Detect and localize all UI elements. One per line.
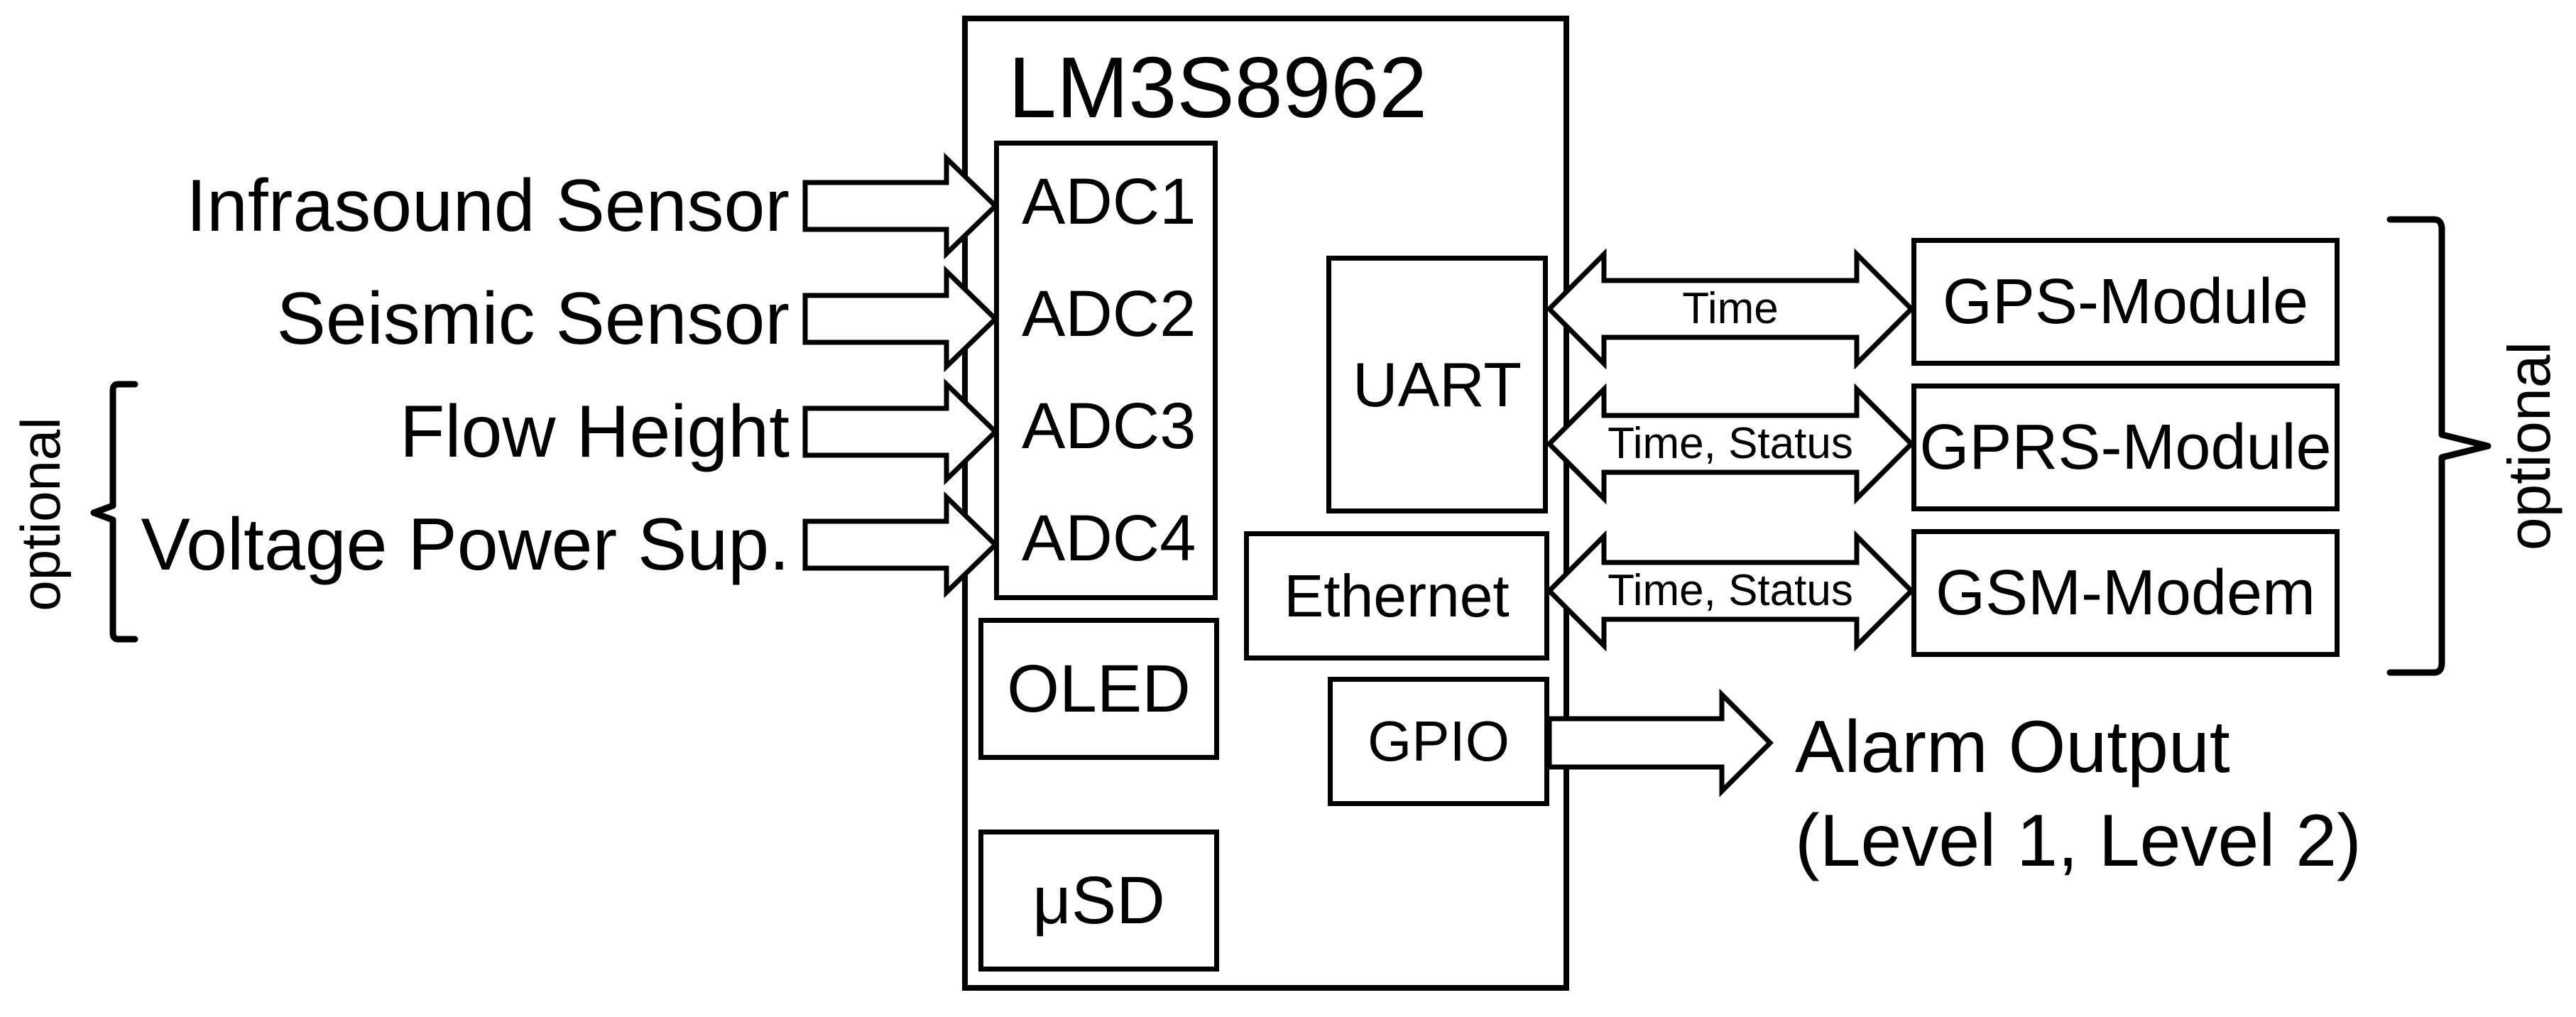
alarm-output-arrow [1546, 688, 1774, 798]
ethernet-box: Ethernet [1244, 531, 1549, 660]
input-arrow-voltage [802, 491, 1000, 599]
gprs-module-box: GPRS-Module [1911, 384, 2340, 511]
gps-module-box: GPS-Module [1911, 238, 2340, 366]
usd-box: μSD [978, 830, 1219, 972]
input-arrow-flow-height [802, 378, 1000, 486]
alarm-output-text: Alarm Output (Level 1, Level 2) [1795, 700, 2362, 888]
adc-box: ADC1 ADC2 ADC3 ADC4 [994, 141, 1218, 600]
adc-channel-label: ADC2 [1022, 277, 1196, 350]
adc-channel-label: ADC3 [1022, 390, 1196, 463]
alarm-output-line2: (Level 1, Level 2) [1795, 800, 2362, 882]
input-label-infrasound: Infrasound Sensor [186, 165, 790, 247]
input-arrow-infrasound [802, 152, 1000, 260]
adc-channel-label: ADC4 [1022, 502, 1196, 575]
gpio-box: GPIO [1328, 677, 1549, 806]
link-label-time: Time [1682, 284, 1779, 333]
input-arrow-seismic [802, 265, 1000, 373]
alarm-output-line1: Alarm Output [1795, 706, 2230, 788]
gsm-modem-box: GSM-Modem [1911, 529, 2340, 657]
input-label-seismic: Seismic Sensor [276, 278, 790, 360]
right-optional-brace [2386, 216, 2492, 676]
link-arrow-uart-gps [1546, 248, 1915, 370]
link-label-time-status-2: Time, Status [1608, 566, 1853, 615]
adc-channel-label: ADC1 [1022, 165, 1196, 238]
link-label-time-status-1: Time, Status [1608, 419, 1853, 468]
mcu-title: LM3S8962 [1008, 39, 1428, 136]
input-label-voltage: Voltage Power Sup. [141, 504, 790, 586]
link-arrow-uart-gprs [1546, 383, 1915, 505]
oled-box: OLED [978, 618, 1219, 760]
link-arrow-ethernet-gsm [1546, 530, 1915, 652]
left-optional-bracket [90, 381, 138, 643]
input-label-flow-height: Flow Height [399, 391, 790, 473]
uart-box: UART [1326, 256, 1548, 513]
